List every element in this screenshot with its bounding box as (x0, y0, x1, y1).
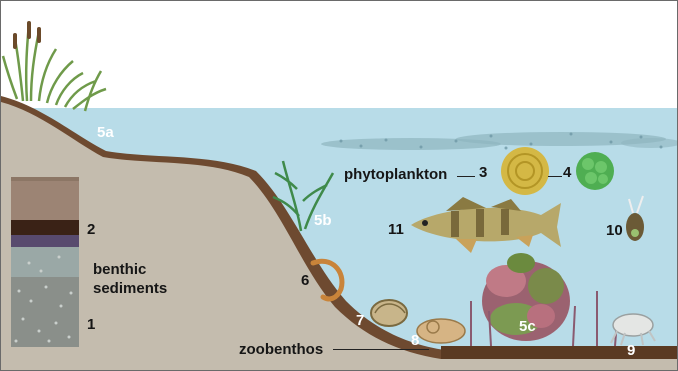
phytoplankton-green-colony (576, 152, 614, 190)
sediment-core-sample (11, 177, 79, 347)
label-5a: 5a (97, 125, 114, 140)
zoobenthos-leader (333, 349, 429, 350)
label-9: 9 (627, 343, 635, 358)
label-3: 3 (479, 165, 487, 180)
label-2: 2 (87, 222, 95, 237)
label-4: 4 (563, 165, 571, 180)
label-zoobenthos: zoobenthos (239, 342, 323, 357)
phytoplankton-leader-3 (457, 176, 475, 177)
clam (371, 300, 407, 326)
label-7: 7 (356, 313, 364, 328)
label-8: 8 (411, 333, 419, 348)
label-11: 11 (388, 222, 404, 237)
label-benthic: benthic (93, 262, 146, 277)
label-phytoplankton: phytoplankton (344, 167, 447, 182)
label-6: 6 (301, 273, 309, 288)
phytoplankton-yellow-disc (501, 147, 549, 195)
snail (417, 319, 465, 343)
label-10: 10 (606, 223, 623, 238)
bottom-ridge (441, 346, 677, 359)
phytoplankton-leader-4 (548, 176, 562, 177)
label-1: 1 (87, 317, 95, 332)
label-5c: 5c (519, 319, 536, 334)
label-sediments: sediments (93, 281, 167, 296)
label-5b: 5b (314, 213, 332, 228)
